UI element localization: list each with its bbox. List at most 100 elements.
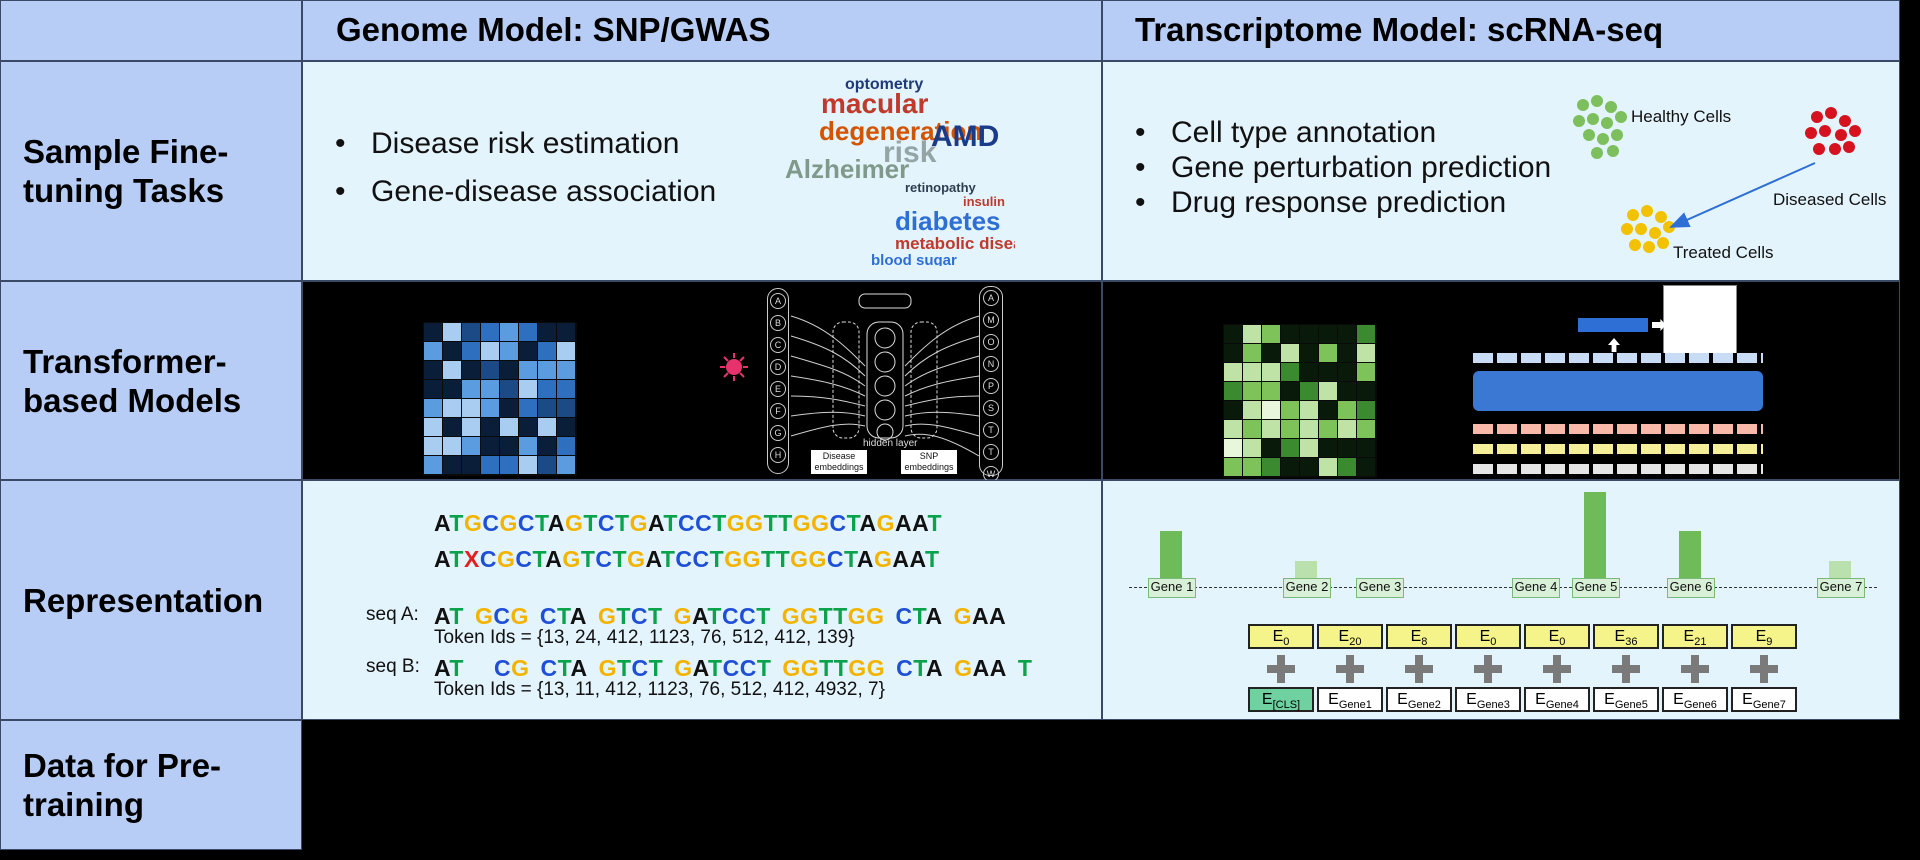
cell-state-diagram <box>1573 95 1861 253</box>
nucleotide: T <box>846 510 860 536</box>
word-cloud-item: retinopathy <box>905 180 976 195</box>
plus-icon <box>1612 655 1640 683</box>
network-node: T <box>983 444 999 460</box>
matrix-cell <box>424 361 442 379</box>
matrix-cell <box>424 418 442 436</box>
matrix-cell <box>424 323 442 341</box>
transcriptome-task-item: Cell type annotation <box>1133 116 1551 150</box>
nucleotide: G <box>808 546 827 572</box>
matrix-cell <box>1357 363 1375 381</box>
expression-embedding: E9 <box>1731 624 1797 649</box>
matrix-cell <box>500 456 518 474</box>
gene-label: Gene 1 <box>1148 578 1196 598</box>
gene-embedding: EGene6 <box>1662 687 1728 712</box>
matrix-cell <box>481 380 499 398</box>
plus-icon <box>1474 655 1502 683</box>
matrix-cell <box>519 456 537 474</box>
matrix-cell <box>481 456 499 474</box>
matrix-cell <box>538 361 556 379</box>
matrix-cell <box>1357 401 1375 419</box>
genome-pretraining-data-cell <box>302 720 1102 850</box>
genome-tasks-cell: Disease risk estimation Gene-disease ass… <box>302 61 1102 281</box>
output-arrow <box>1652 319 1666 331</box>
matrix-cell <box>462 323 480 341</box>
expression-embedding: E8 <box>1386 624 1452 649</box>
nucleotide: G <box>876 510 895 536</box>
embedding-base: E <box>1261 691 1273 708</box>
matrix-cell <box>1224 458 1242 476</box>
genome-task-list: Disease risk estimation Gene-disease ass… <box>333 127 716 209</box>
network-lines <box>790 293 980 457</box>
transcriptome-header-title: Transcriptome Model: scRNA-seq <box>1135 11 1664 48</box>
matrix-cell <box>1319 401 1337 419</box>
embedding-sub: [CLS] <box>1272 699 1301 712</box>
nucleotide: A <box>545 546 563 572</box>
embedding-base: E <box>1328 691 1339 708</box>
nucleotide: G <box>627 546 646 572</box>
gene-embedding: EGene7 <box>1731 687 1797 712</box>
matrix-cell <box>1224 439 1242 457</box>
matrix-cell <box>1224 344 1242 362</box>
matrix-cell <box>1262 420 1280 438</box>
nucleotide: G <box>564 510 584 536</box>
matrix-cell <box>1281 325 1299 343</box>
matrix-cell <box>557 342 575 360</box>
matrix-cell <box>538 380 556 398</box>
transcriptome-pretraining-data-cell <box>1102 720 1900 850</box>
output-table <box>1663 285 1737 357</box>
embedding-sub: Gene1 <box>1338 699 1372 712</box>
sequence-token: CTA <box>540 655 588 681</box>
nucleotide: T <box>532 546 546 572</box>
matrix-cell <box>1338 420 1356 438</box>
matrix-cell <box>481 437 499 455</box>
genome-header-title: Genome Model: SNP/GWAS <box>336 11 771 48</box>
matrix-cell <box>481 323 499 341</box>
matrix-cell <box>1224 382 1242 400</box>
matrix-cell <box>1357 382 1375 400</box>
matrix-cell <box>443 323 461 341</box>
nucleotide: T <box>660 546 676 572</box>
plus-icon <box>1336 655 1364 683</box>
transcriptome-tasks-cell: Cell type annotation Gene perturbation p… <box>1102 61 1900 281</box>
matrix-cell <box>557 456 575 474</box>
matrix-cell <box>1224 363 1242 381</box>
diseased-cells-label: Diseased Cells <box>1773 190 1887 209</box>
sequence-token: GTCT <box>598 655 664 681</box>
matrix-cell <box>1357 325 1375 343</box>
encoder-block <box>1473 371 1763 411</box>
network-node: T <box>983 422 999 438</box>
matrix-cell <box>519 418 537 436</box>
embedding-base: E <box>1683 628 1695 645</box>
expression-embedding: E0 <box>1455 624 1521 649</box>
data-label: Data for Pre-training <box>23 747 222 823</box>
expression-embedding: E0 <box>1524 624 1590 649</box>
healthy-cells-cluster <box>1573 95 1627 159</box>
matrix-cell <box>1224 420 1242 438</box>
transformer-architecture <box>1468 282 1768 480</box>
network-node: P <box>983 378 999 394</box>
embedding-base: E <box>1604 691 1615 708</box>
embedding-base: E <box>1742 691 1753 708</box>
matrix-cell <box>462 418 480 436</box>
nucleotide: T <box>709 546 725 572</box>
genome-attention-matrix <box>423 322 577 476</box>
transcriptome-models-cell <box>1102 281 1900 480</box>
network-node: F <box>770 403 786 419</box>
nucleotide: A <box>434 510 450 536</box>
nucleotide: G <box>792 510 812 536</box>
virus-icon <box>720 353 748 381</box>
embedding-base: E <box>1338 628 1350 645</box>
matrix-cell <box>462 380 480 398</box>
embedding-base: E <box>1548 628 1560 645</box>
token-row-top <box>1473 353 1763 363</box>
embedding-sub: Gene5 <box>1614 699 1648 712</box>
matrix-cell <box>1319 363 1337 381</box>
embedding-sub: 8 <box>1421 636 1428 649</box>
reference-sequence: ATGCGCTAGTCTGATCCTGGTTGGCTAGAAT <box>434 510 942 537</box>
sequence-token: GTCT <box>597 603 663 629</box>
gene-embedding: EGene4 <box>1524 687 1590 712</box>
matrix-cell <box>1243 458 1261 476</box>
sequence-token: GGTTGG <box>781 603 885 629</box>
expression-embedding: E21 <box>1662 624 1728 649</box>
network-node: E <box>770 381 786 397</box>
